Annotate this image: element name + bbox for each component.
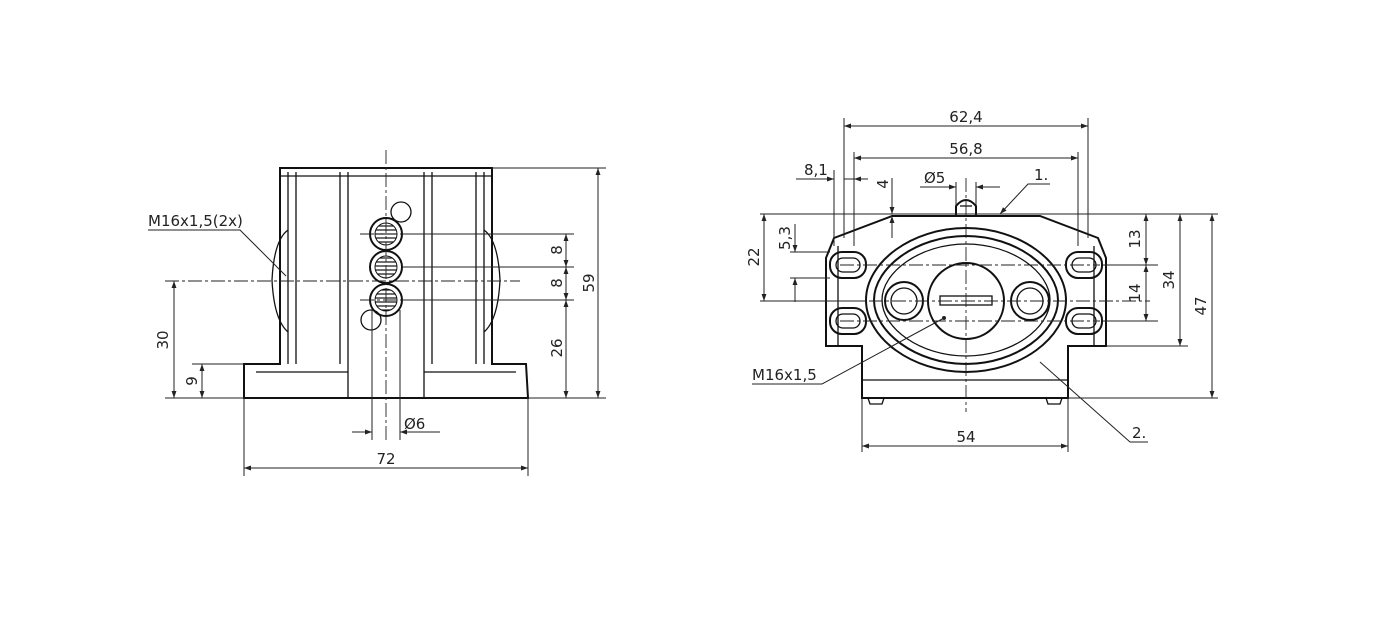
dim-slot-height: 5,3 xyxy=(776,226,794,250)
front-view: 62,4 56,8 8,1 4 Ø5 22 5,3 13 14 34 47 54… xyxy=(745,108,1218,452)
dim-width-outer: 62,4 xyxy=(949,108,982,126)
dim-base-width: 54 xyxy=(956,428,975,446)
dim-width-inner: 56,8 xyxy=(949,140,982,158)
dim-port-pitch-2: 8 xyxy=(548,278,566,288)
dim-hole-dia: Ø6 xyxy=(404,415,425,433)
dim-pin-height: 4 xyxy=(874,179,892,189)
dim-slot-pitch: 14 xyxy=(1126,283,1144,302)
item-label-2: 2. xyxy=(1132,424,1146,442)
dim-right-upper: 13 xyxy=(1126,229,1144,248)
flange-gasket xyxy=(864,226,1068,374)
side-thread-callout: M16x1,5(2x) xyxy=(148,212,243,230)
dim-overall-height: 59 xyxy=(580,273,598,292)
dim-port-pitch-1: 8 xyxy=(548,245,566,255)
side-view: M16x1,5(2x) 72 59 8 8 26 30 9 Ø6 xyxy=(148,150,606,476)
dim-pin-dia: Ø5 xyxy=(924,169,945,187)
dim-edge-offset: 8,1 xyxy=(804,161,828,179)
dim-flange-height: 9 xyxy=(183,376,201,386)
dim-right-mid: 34 xyxy=(1160,270,1178,289)
front-thread-callout: M16x1,5 xyxy=(752,366,817,384)
dim-lower-port-height: 26 xyxy=(548,338,566,357)
dim-overall-width: 72 xyxy=(376,450,395,468)
item-label-1: 1. xyxy=(1034,166,1048,184)
dim-port-height: 30 xyxy=(154,330,172,349)
small-hole-bottom xyxy=(360,309,382,331)
dim-overall-height-front: 47 xyxy=(1192,296,1210,315)
small-hole-top xyxy=(390,201,412,223)
dim-upper-height: 22 xyxy=(745,247,763,266)
